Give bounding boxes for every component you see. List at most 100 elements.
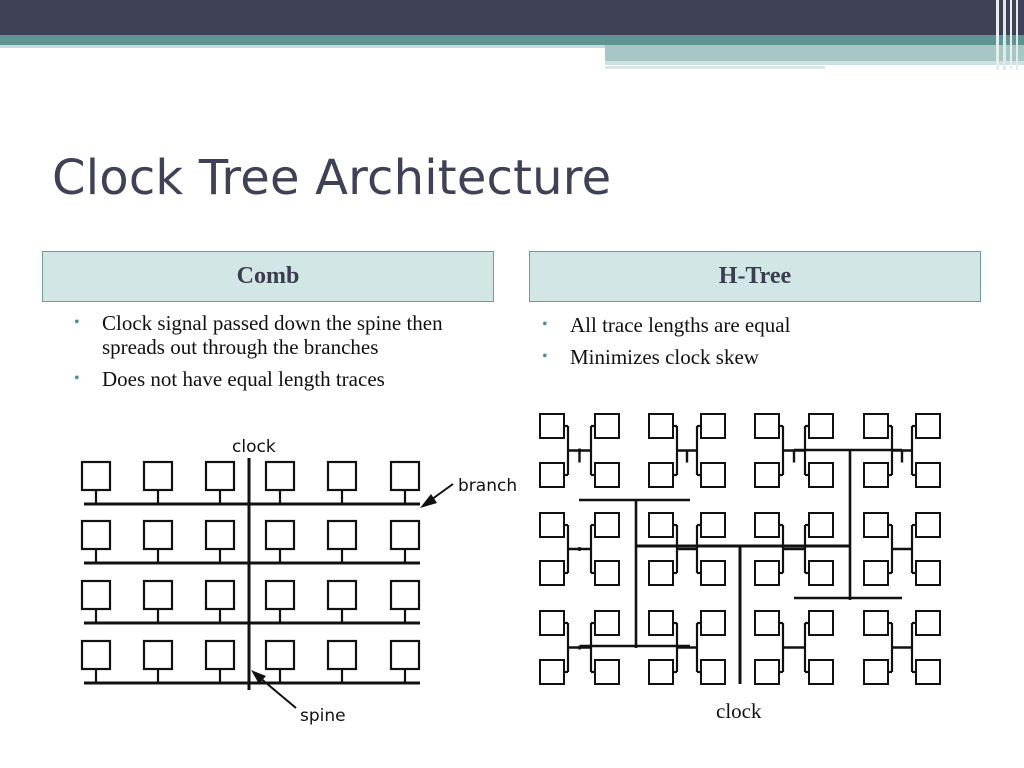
htree-sink-box <box>863 659 889 685</box>
htree-sink-box <box>863 413 889 439</box>
comb-sink-box <box>80 519 112 551</box>
comb-sink-box <box>204 579 236 611</box>
htree-sink-box <box>594 560 620 586</box>
htree-sink-box <box>594 462 620 488</box>
htree-bullet: • Minimizes clock skew <box>540 345 970 369</box>
htree-sink-box <box>863 610 889 636</box>
htree-sink-box <box>594 413 620 439</box>
htree-sink-box <box>863 462 889 488</box>
comb-sink-box <box>80 639 112 671</box>
htree-header-label: H-Tree <box>718 263 792 289</box>
htree-sink-box <box>863 560 889 586</box>
htree-sink-box <box>808 610 834 636</box>
bullet-dot-icon: • <box>74 370 80 387</box>
comb-sink-box <box>389 639 421 671</box>
htree-sink-box <box>539 659 565 685</box>
htree-sink-box <box>915 413 941 439</box>
htree-sink-box <box>754 512 780 538</box>
htree-sink-box <box>915 512 941 538</box>
comb-bullet-list: • Clock signal passed down the spine then… <box>72 311 487 399</box>
comb-sink-box <box>204 639 236 671</box>
htree-sink-box <box>700 512 726 538</box>
comb-sink-box <box>389 460 421 492</box>
htree-sink-box <box>648 610 674 636</box>
htree-clock-label: clock <box>716 699 762 723</box>
htree-sink-box <box>648 560 674 586</box>
htree-sink-box <box>915 610 941 636</box>
comb-sink-box <box>264 639 296 671</box>
htree-bullet: • All trace lengths are equal <box>540 313 970 337</box>
htree-sink-box <box>594 512 620 538</box>
htree-sink-box <box>808 512 834 538</box>
comb-spine-label: spine <box>300 706 346 726</box>
htree-sink-box <box>648 462 674 488</box>
comb-bullet: • Does not have equal length traces <box>72 367 487 391</box>
htree-sink-box <box>539 413 565 439</box>
comb-sink-box <box>142 460 174 492</box>
htree-sink-box <box>915 462 941 488</box>
htree-sink-box <box>915 560 941 586</box>
comb-branch-arrow-head <box>420 494 437 508</box>
comb-sink-box <box>326 639 358 671</box>
htree-bullet-text: Minimizes clock skew <box>570 345 759 369</box>
top-banner <box>0 0 1024 70</box>
htree-sink-box <box>863 512 889 538</box>
comb-sink-box <box>204 460 236 492</box>
htree-sink-box <box>539 560 565 586</box>
htree-sink-box <box>648 413 674 439</box>
comb-sink-box <box>326 519 358 551</box>
comb-sink-box <box>326 579 358 611</box>
htree-sink-box <box>700 659 726 685</box>
comb-spine-arrow-head <box>251 670 266 684</box>
comb-sink-box <box>204 519 236 551</box>
htree-sink-box <box>700 462 726 488</box>
htree-sink-box <box>648 512 674 538</box>
htree-bullet-text: All trace lengths are equal <box>570 313 791 337</box>
comb-header: Comb <box>42 251 494 302</box>
htree-sink-box <box>754 462 780 488</box>
comb-header-label: Comb <box>236 263 300 289</box>
htree-sink-box <box>648 659 674 685</box>
htree-sink-box <box>539 512 565 538</box>
bullet-dot-icon: • <box>542 348 548 365</box>
htree-sink-box <box>808 560 834 586</box>
slide-title: Clock Tree Architecture <box>52 150 612 206</box>
comb-sink-box <box>264 579 296 611</box>
htree-sink-box <box>700 560 726 586</box>
htree-sink-box <box>915 659 941 685</box>
comb-sink-box <box>389 579 421 611</box>
comb-sink-box <box>80 579 112 611</box>
htree-sink-box <box>808 462 834 488</box>
comb-sink-box <box>142 519 174 551</box>
htree-sink-box <box>808 413 834 439</box>
comb-bullet-text: Does not have equal length traces <box>102 367 385 391</box>
htree-sink-box <box>754 560 780 586</box>
comb-sink-box <box>326 460 358 492</box>
comb-clock-label: clock <box>232 437 276 457</box>
comb-branch-label: branch <box>458 476 517 496</box>
comb-sink-box <box>80 460 112 492</box>
htree-sink-box <box>539 462 565 488</box>
comb-sink-box <box>142 639 174 671</box>
htree-sink-box <box>754 659 780 685</box>
comb-sink-box <box>389 519 421 551</box>
comb-sink-box <box>142 579 174 611</box>
comb-sink-box <box>264 519 296 551</box>
comb-spine-arrow-line <box>258 676 297 709</box>
comb-bullet: • Clock signal passed down the spine then… <box>72 311 487 359</box>
htree-sink-box <box>754 610 780 636</box>
htree-header: H-Tree <box>529 251 981 302</box>
htree-sink-box <box>594 659 620 685</box>
htree-bullet-list: • All trace lengths are equal • Minimizes … <box>540 313 970 377</box>
htree-sink-box <box>539 610 565 636</box>
htree-sink-box <box>594 610 620 636</box>
comb-sink-box <box>264 460 296 492</box>
htree-sink-box <box>700 610 726 636</box>
htree-sink-box <box>808 659 834 685</box>
htree-sink-box <box>700 413 726 439</box>
comb-bullet-text: Clock signal passed down the spine then … <box>102 311 443 359</box>
bullet-dot-icon: • <box>542 316 548 333</box>
bullet-dot-icon: • <box>74 314 80 331</box>
htree-sink-box <box>754 413 780 439</box>
